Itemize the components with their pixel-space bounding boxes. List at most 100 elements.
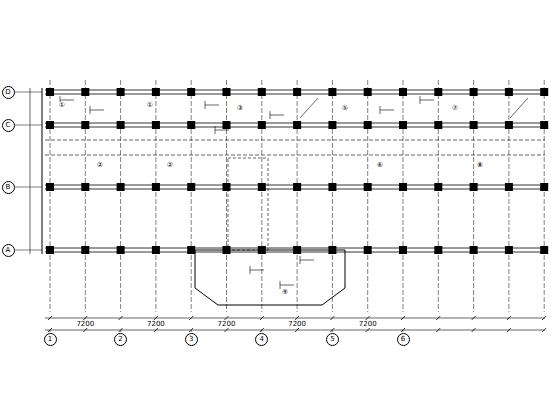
column: [117, 121, 125, 129]
dimension-text: 7200: [287, 321, 307, 328]
dimension-tick: [401, 328, 405, 332]
slab-number: ⑤: [341, 105, 349, 112]
dimension-tick: [507, 328, 511, 332]
rebar-mark: [215, 126, 216, 134]
axis-leader: [403, 330, 404, 332]
axis-leader: [15, 125, 42, 126]
column: [293, 88, 301, 96]
wall-line: [42, 88, 43, 254]
dimension-tick: [295, 316, 299, 320]
column: [328, 88, 336, 96]
dimension-text: 7200: [217, 321, 237, 328]
rebar-mark: [270, 115, 284, 116]
axis-label: 2: [118, 336, 122, 343]
column: [293, 183, 301, 191]
rebar-mark: [380, 106, 381, 114]
axis-leader: [120, 330, 121, 332]
grid-line: [191, 80, 192, 312]
stair-mark: [300, 98, 318, 118]
column: [505, 246, 513, 254]
axis-label: 6: [401, 336, 405, 343]
dimension-tick: [436, 316, 440, 320]
column: [364, 88, 372, 96]
column: [258, 121, 266, 129]
column: [364, 246, 372, 254]
grid-line: [85, 80, 86, 312]
grid-line: [226, 80, 227, 312]
column: [81, 88, 89, 96]
column: [187, 246, 195, 254]
column: [187, 121, 195, 129]
slab-number: ⑦: [451, 105, 459, 112]
axis-label: C: [6, 122, 11, 129]
grid-line: [508, 80, 509, 312]
grid-line: [438, 80, 439, 312]
dimension-tick: [542, 328, 546, 332]
column: [434, 121, 442, 129]
column: [540, 121, 548, 129]
column: [399, 121, 407, 129]
dimension-text: 7200: [358, 321, 378, 328]
column: [117, 183, 125, 191]
column: [223, 183, 231, 191]
column: [152, 88, 160, 96]
rebar-mark: [300, 260, 314, 261]
column: [434, 183, 442, 191]
rebar-mark: [250, 266, 251, 274]
column: [328, 183, 336, 191]
column: [117, 246, 125, 254]
column: [152, 121, 160, 129]
rebar-mark: [420, 100, 434, 101]
column: [505, 121, 513, 129]
column: [152, 246, 160, 254]
column: [505, 88, 513, 96]
axis-bubble: D: [2, 86, 15, 99]
dimension-tick: [83, 328, 87, 332]
dimension-tick: [436, 328, 440, 332]
dimension-tick: [154, 328, 158, 332]
axis-bubble: 1: [44, 333, 57, 346]
axis-leader: [15, 92, 42, 93]
secondary-beam: [45, 155, 545, 156]
axis-leader: [15, 250, 42, 251]
column: [223, 121, 231, 129]
dimension-tick: [189, 316, 193, 320]
column: [81, 121, 89, 129]
rebar-mark: [300, 256, 301, 264]
column: [117, 88, 125, 96]
axis-bubble: 5: [326, 333, 339, 346]
column: [470, 183, 478, 191]
axis-leader: [15, 187, 42, 188]
axis-leader: [191, 330, 192, 332]
grid-line: [50, 80, 51, 312]
dimension-tick: [472, 328, 476, 332]
rebar-mark: [90, 110, 104, 111]
slab-number: ⑧: [476, 162, 484, 169]
axis-bubble: 6: [397, 333, 410, 346]
dimension-tick: [154, 316, 158, 320]
rebar-mark: [380, 110, 394, 111]
rebar-mark: [205, 105, 219, 106]
column: [399, 183, 407, 191]
opening-outline: [228, 158, 268, 250]
column: [187, 88, 195, 96]
grid-line: [544, 80, 545, 312]
dimension-tick: [366, 328, 370, 332]
dimension-tick: [330, 328, 334, 332]
grid-line: [332, 80, 333, 312]
axis-bubble: A: [2, 244, 15, 257]
axis-bubble: 2: [114, 333, 127, 346]
axis-label: 5: [330, 336, 334, 343]
grid-line: [473, 80, 474, 312]
column: [399, 246, 407, 254]
axis-label: A: [6, 247, 11, 254]
dimension-tick: [225, 316, 229, 320]
slab-number: ②: [166, 162, 174, 169]
column: [434, 246, 442, 254]
dimension-tick: [119, 316, 123, 320]
rebar-mark: [250, 270, 264, 271]
column: [470, 88, 478, 96]
dimension-tick: [260, 316, 264, 320]
